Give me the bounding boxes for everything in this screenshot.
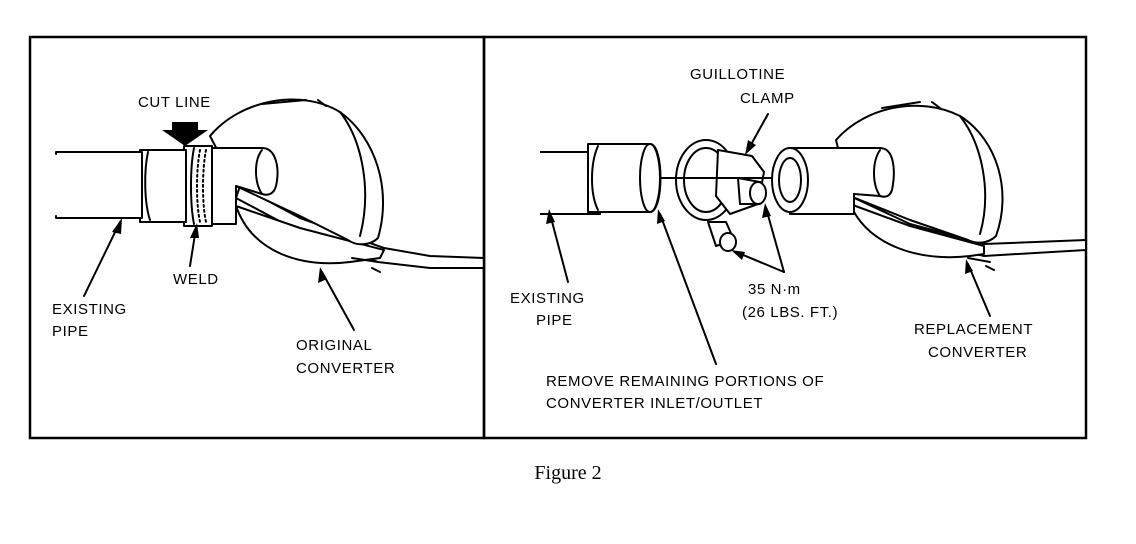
existing-pipe-label-line-2: PIPE bbox=[536, 312, 573, 329]
replacement-converter-illustration bbox=[771, 101, 1087, 271]
weld-leader bbox=[189, 223, 199, 267]
original-converter-illustration bbox=[55, 98, 485, 273]
guillotine-clamp-leader bbox=[745, 113, 769, 155]
torque-label-line-1: 35 N·m bbox=[748, 281, 801, 298]
existing-pipe-leader-right bbox=[546, 209, 569, 283]
original-converter-label-line-1: ORIGINAL bbox=[296, 337, 372, 354]
replacement-converter-label-line-2: CONVERTER bbox=[928, 344, 1027, 361]
remove-portions-label-line-2: CONVERTER INLET/OUTLET bbox=[546, 395, 763, 412]
weld-label: WELD bbox=[173, 271, 219, 288]
original-converter-leader bbox=[318, 267, 355, 331]
existing-pipe-illustration bbox=[540, 143, 662, 215]
figure-caption: Figure 2 bbox=[534, 462, 602, 484]
guillotine-clamp-illustration bbox=[659, 139, 787, 252]
guillotine-clamp-label-line-1: GUILLOTINE bbox=[690, 66, 785, 83]
guillotine-clamp-label-line-2: CLAMP bbox=[740, 90, 795, 107]
existing-pipe-label-line-1: EXISTING bbox=[510, 290, 585, 307]
existing-pipe-leader bbox=[83, 218, 122, 297]
remove-portions-leader bbox=[657, 209, 717, 365]
replacement-converter-label-line-1: REPLACEMENT bbox=[914, 321, 1033, 338]
left-panel: CUT LINE WELD EXISTING PIPE ORIGINAL CON… bbox=[28, 35, 486, 440]
remove-portions-label-line-1: REMOVE REMAINING PORTIONS OF bbox=[546, 373, 824, 390]
right-panel: GUILLOTINE CLAMP EXISTING PIPE 35 N·m (2… bbox=[482, 35, 1088, 440]
torque-leaders bbox=[731, 203, 785, 273]
existing-pipe-label-line-1: EXISTING bbox=[52, 301, 127, 318]
torque-label-line-2: (26 LBS. FT.) bbox=[742, 304, 838, 321]
cut-line-arrow bbox=[162, 122, 208, 146]
original-converter-label-line-2: CONVERTER bbox=[296, 360, 395, 377]
existing-pipe-label-line-2: PIPE bbox=[52, 323, 89, 340]
replacement-converter-leader bbox=[965, 259, 991, 317]
right-panel-frame bbox=[482, 35, 1088, 440]
cut-line-label: CUT LINE bbox=[138, 94, 211, 111]
